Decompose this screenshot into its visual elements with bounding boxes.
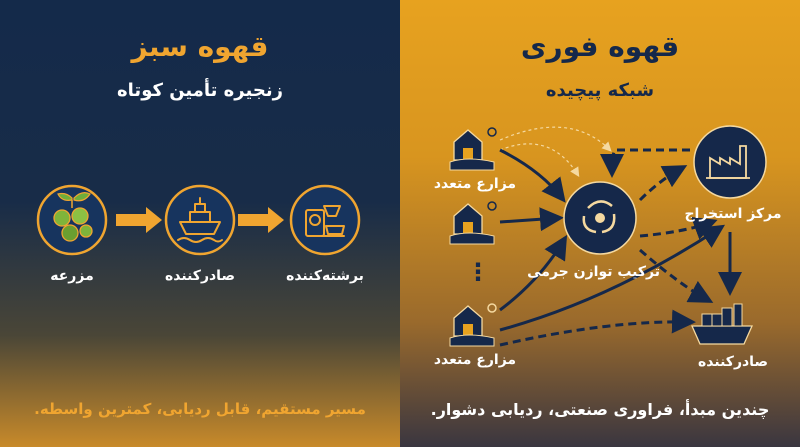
coffee-cherry-icon bbox=[36, 184, 108, 256]
chain-arrow-2 bbox=[238, 207, 284, 233]
node-label-exporter: صادرکننده bbox=[165, 268, 235, 284]
roaster-icon bbox=[289, 184, 361, 256]
instant-coffee-footer: چندین مبدأ، فراوری صنعتی، ردیابی دشوار. bbox=[430, 400, 770, 419]
flow-farm3-to-exporter bbox=[499, 309, 696, 347]
instant-coffee-subtitle: شبکه پیچیده bbox=[545, 80, 655, 101]
extraction-label: مرکز استخراج bbox=[684, 206, 782, 222]
farms-ellipsis: ⋮ bbox=[466, 258, 490, 286]
flow-farm3-to-extraction bbox=[499, 224, 726, 332]
instant-coffee-panel: قهوه فوری شبکه پیچیده bbox=[400, 0, 800, 447]
chain-arrow-1 bbox=[116, 207, 162, 233]
barn-icon bbox=[449, 303, 497, 347]
green-chain-diagram bbox=[36, 184, 361, 256]
blend-label: ترکیب توازن جرمی bbox=[527, 264, 660, 280]
green-coffee-panel: قهوه سبز زنجیره تأمین کوتاه bbox=[0, 0, 400, 447]
barn-icon bbox=[449, 127, 497, 171]
blend-swirl-icon bbox=[563, 181, 637, 255]
flow-blend-to-extraction bbox=[638, 165, 688, 202]
instant-coffee-title: قهوه فوری bbox=[520, 30, 680, 63]
farms-label-bottom: مزارع متعدد bbox=[433, 352, 517, 368]
factory-icon bbox=[693, 125, 767, 199]
instant-network-diagram bbox=[449, 125, 767, 347]
flow-blend-to-extraction-2 bbox=[639, 216, 718, 240]
barn-icon bbox=[449, 201, 497, 245]
flow-extraction-to-blend bbox=[600, 148, 690, 178]
green-coffee-title: قهوه سبز bbox=[131, 30, 269, 63]
flow-farm3-to-blend bbox=[499, 234, 568, 312]
cargo-ship-icon bbox=[164, 184, 236, 256]
node-label-roaster: برشته‌کننده bbox=[286, 268, 364, 284]
exporter-label: صادرکننده bbox=[698, 354, 768, 370]
flow-line-faint-1 bbox=[499, 143, 580, 178]
flow-farm2-to-blend bbox=[499, 207, 564, 232]
farms-label-top: مزارع متعدد bbox=[433, 176, 517, 192]
flow-farm1-to-blend bbox=[499, 148, 566, 203]
cargo-ship-icon bbox=[690, 303, 754, 345]
flow-line-faint-2 bbox=[499, 126, 612, 152]
green-coffee-subtitle: زنجیره تأمین کوتاه bbox=[117, 80, 283, 101]
node-label-farm: مزرعه bbox=[50, 268, 94, 284]
green-coffee-footer: مسیر مستقیم، قابل ردیابی، کمترین واسطه. bbox=[34, 400, 366, 418]
